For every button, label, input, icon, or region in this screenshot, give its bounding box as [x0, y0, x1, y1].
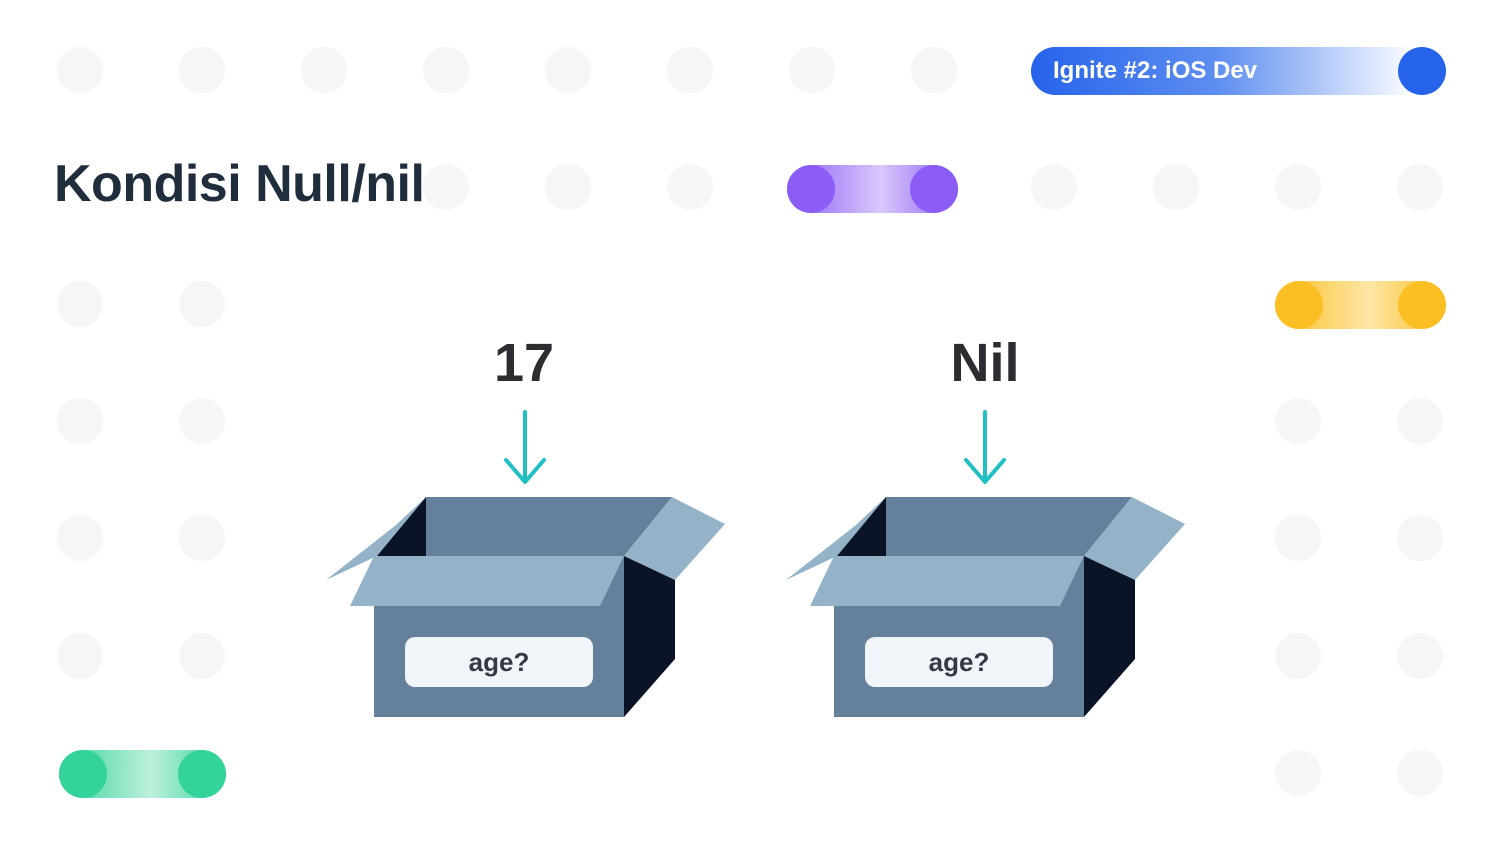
purple-pill-knob-right [910, 165, 958, 213]
background-dot [1275, 515, 1321, 561]
background-dot [911, 47, 957, 93]
yellow-pill-knob-right [1398, 281, 1446, 329]
background-dot [1275, 750, 1321, 796]
background-dot [1397, 633, 1443, 679]
background-dot [57, 633, 103, 679]
background-dot [1275, 633, 1321, 679]
background-dot [57, 398, 103, 444]
background-dot [1397, 164, 1443, 210]
background-dot [545, 47, 591, 93]
background-dot [1031, 164, 1077, 210]
background-dot [1153, 164, 1199, 210]
green-pill-knob-right [178, 750, 226, 798]
down-arrow-icon [504, 410, 546, 484]
purple-pill-decoration [787, 165, 958, 213]
background-dot [545, 164, 591, 210]
background-dot [1275, 398, 1321, 444]
down-arrow-icon [964, 410, 1006, 484]
background-dot [57, 47, 103, 93]
box-tag-label: age? [865, 637, 1053, 687]
box-tag-label: age? [405, 637, 593, 687]
background-dot [789, 47, 835, 93]
open-box-icon [786, 497, 1185, 717]
purple-pill-knob-left [787, 165, 835, 213]
background-dot [179, 398, 225, 444]
background-dot [179, 281, 225, 327]
course-badge: Ignite #2: iOS Dev [1031, 47, 1446, 95]
background-dot [179, 47, 225, 93]
yellow-pill-knob-left [1275, 281, 1323, 329]
background-dot [667, 47, 713, 93]
green-pill-decoration [59, 750, 226, 798]
background-dot [423, 164, 469, 210]
box-value-label-17: 17 [493, 333, 555, 393]
course-badge-label: Ignite #2: iOS Dev [1053, 57, 1258, 84]
background-dot [667, 164, 713, 210]
background-dot [1397, 750, 1443, 796]
green-pill-knob-left [59, 750, 107, 798]
background-dot [1397, 515, 1443, 561]
yellow-pill-decoration [1275, 281, 1446, 329]
course-badge-knob [1398, 47, 1446, 95]
open-box-illustration: age? [322, 490, 732, 725]
background-dot [57, 281, 103, 327]
box-value-label-nil: Nil [950, 333, 1020, 393]
open-box-icon [326, 497, 725, 717]
open-box-illustration: age? [782, 490, 1192, 725]
background-dot [57, 515, 103, 561]
background-dot [1397, 398, 1443, 444]
background-dot [179, 633, 225, 679]
background-dot [301, 47, 347, 93]
page-title: Kondisi Null/nil [54, 155, 425, 213]
background-dot [179, 515, 225, 561]
background-dot [423, 47, 469, 93]
background-dot [1275, 164, 1321, 210]
